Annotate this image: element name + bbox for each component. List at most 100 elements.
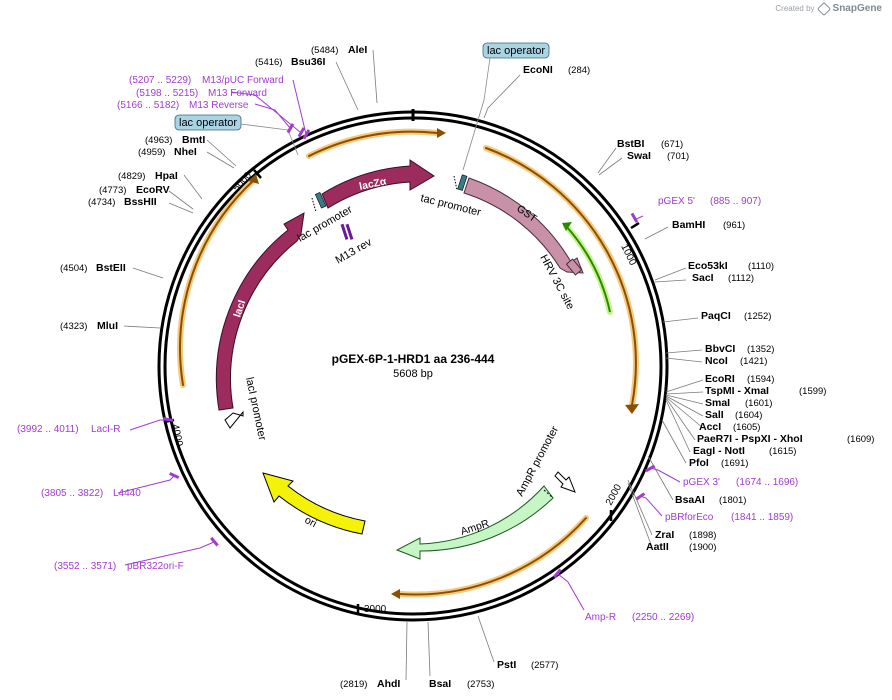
primer-m13-forward[interactable]: (5198 .. 5215)M13 Forward (136, 88, 267, 99)
feature-lacza-arrow[interactable] (321, 159, 435, 209)
primer-m13-reverse[interactable]: (5166 .. 5182) M13 Reverse (117, 100, 249, 111)
m13-rev-glyph[interactable] (340, 223, 354, 240)
primer-pbr322ori-f[interactable]: (3552 .. 3571)pBR322ori-F (54, 561, 184, 572)
primer-pbrforeco[interactable]: pBRforEco(1841 .. 1859) (665, 512, 793, 523)
site-mlui[interactable]: (4323)MluI (60, 320, 118, 332)
svg-text:(1605): (1605) (733, 422, 760, 433)
site-eagi-noti[interactable]: EagI - NotI(1615) (693, 445, 796, 457)
site-ecori[interactable]: EcoRI(1594) (705, 373, 774, 385)
site-bbvci[interactable]: BbvCI(1352) (705, 343, 774, 355)
svg-text:(3992 .. 4011): (3992 .. 4011) (17, 424, 79, 435)
lac-operator-tag-1[interactable]: lac operator (174, 114, 299, 156)
snapgene-credit: Created by SnapGene (775, 1, 882, 16)
feature-laci-arrow[interactable] (215, 212, 305, 411)
svg-text:PaqCI: PaqCI (701, 310, 731, 322)
svg-text:(885 .. 907): (885 .. 907) (710, 196, 761, 207)
site-nhei[interactable]: (4959)NheI (138, 146, 197, 158)
site-swai[interactable]: SwaI(701) (627, 150, 689, 162)
svg-text:(1599): (1599) (799, 386, 826, 397)
site-alei[interactable]: (5484)AleI (311, 44, 367, 56)
site-pfoi[interactable]: PfoI(1691) (689, 457, 748, 469)
svg-text:EagI - NotI: EagI - NotI (693, 445, 745, 457)
site-econi[interactable]: EcoNI (284) (523, 64, 590, 76)
svg-text:(284): (284) (568, 65, 590, 76)
tac-promoter-glyph[interactable] (453, 174, 468, 191)
svg-text:EcoNI: EcoNI (523, 64, 553, 76)
tick-3000: 3000 (356, 604, 387, 615)
svg-text:LacI-R: LacI-R (91, 424, 120, 435)
svg-text:MluI: MluI (97, 320, 118, 332)
site-sali[interactable]: SalI(1604) (705, 409, 762, 421)
svg-text:(1898): (1898) (689, 530, 716, 541)
site-saci[interactable]: SacI(1112) (692, 272, 754, 284)
svg-text:(1604): (1604) (735, 410, 762, 421)
laci-promoter-label: lacI promoter (243, 376, 268, 442)
svg-text:(4959): (4959) (138, 147, 165, 158)
svg-text:(4773): (4773) (99, 185, 126, 196)
primer-pgex-5[interactable]: pGEX 5'(885 .. 907) (658, 196, 761, 207)
svg-text:PfoI: PfoI (689, 457, 709, 469)
svg-text:(5166 .. 5182): (5166 .. 5182) (117, 100, 179, 111)
site-bamhi[interactable]: BamHI(961) (672, 219, 745, 231)
svg-text:(1841 .. 1859): (1841 .. 1859) (731, 512, 793, 523)
site-bsteii[interactable]: (4504)BstEII (60, 262, 126, 274)
site-zrai[interactable]: ZraI (1898) (655, 529, 716, 541)
site-ecorv[interactable]: (4773) EcoRV (99, 184, 170, 196)
svg-text:(5484): (5484) (311, 45, 338, 56)
site-acci[interactable]: AccI (1605) (699, 421, 760, 433)
site-bsaai[interactable]: BsaAI(1801) (675, 494, 746, 506)
primer-l4440[interactable]: (3805 .. 3822)L4440 (41, 488, 141, 499)
svg-text:BmtI: BmtI (182, 134, 205, 146)
site-smai[interactable]: SmaI(1601) (705, 397, 772, 409)
svg-text:SwaI: SwaI (627, 150, 651, 162)
site-hpai[interactable]: (4829)HpaI (118, 170, 178, 182)
svg-text:Amp-R: Amp-R (585, 612, 616, 623)
site-bsai[interactable]: BsaI(2753) (429, 678, 494, 690)
primer-m13-puc-forward[interactable]: (5207 .. 5229)M13/pUC Forward (129, 75, 284, 86)
feature-laci-promoter-arrow[interactable] (224, 410, 244, 429)
site-ahdi[interactable]: (2819)AhdI (340, 678, 400, 690)
gst-orf-arrowhead (562, 222, 572, 231)
svg-text:Eco53kI: Eco53kI (688, 260, 728, 272)
lac-operator-tag-2[interactable]: lac operator (462, 42, 550, 171)
credit-created-by: Created by (775, 4, 815, 13)
lac-promoter-glyph[interactable] (311, 191, 327, 213)
svg-text:BstBI: BstBI (617, 138, 645, 150)
lac-operator-label-2: lac operator (487, 45, 545, 57)
svg-text:M13 Reverse: M13 Reverse (189, 100, 249, 111)
svg-text:ZraI: ZraI (655, 529, 674, 541)
svg-text:(2250 .. 2269): (2250 .. 2269) (632, 612, 694, 623)
site-aatii[interactable]: AatII(1900) (646, 541, 716, 553)
svg-text:(1594): (1594) (747, 374, 774, 385)
feature-ampr-promoter-arrow[interactable] (554, 471, 576, 493)
svg-text:AatII: AatII (646, 541, 669, 553)
primer-amp-r[interactable]: Amp-R (2250 .. 2269) (585, 612, 694, 623)
primer-pgex-3[interactable]: pGEX 3'(1674 .. 1696) (683, 477, 798, 488)
site-tspmi-xmai[interactable]: TspMI - XmaI (1599) (705, 385, 826, 397)
site-paer7i-pspxi-xhoi[interactable]: PaeR7I - PspXI - XhoI(1609) (697, 433, 874, 445)
svg-text:TspMI - XmaI: TspMI - XmaI (705, 385, 769, 397)
site-psti[interactable]: PstI(2577) (497, 659, 558, 671)
feature-ori-arrow[interactable] (262, 472, 366, 535)
site-bmti[interactable]: (4963)BmtI (145, 134, 205, 146)
tick-label-3000: 3000 (364, 604, 387, 615)
svg-text:(671): (671) (661, 139, 683, 150)
svg-text:(1112): (1112) (728, 273, 754, 284)
svg-text:BbvCI: BbvCI (705, 343, 735, 355)
lac-operator-label-1: lac operator (179, 117, 237, 129)
svg-text:PaeR7I - PspXI - XhoI: PaeR7I - PspXI - XhoI (697, 433, 803, 445)
svg-text:EcoRV: EcoRV (136, 184, 170, 196)
site-bstbi[interactable]: BstBI (671) (617, 138, 683, 150)
feature-hrv3c-site[interactable] (565, 258, 583, 276)
primer-laci-r[interactable]: (3992 .. 4011) LacI-R (17, 424, 120, 435)
site-bsu36i[interactable]: (5416)Bsu36I (255, 56, 326, 68)
site-eco53ki[interactable]: Eco53kI(1110) (688, 260, 774, 272)
svg-text:(5198 .. 5215): (5198 .. 5215) (136, 88, 198, 99)
svg-text:(2753): (2753) (467, 679, 494, 690)
site-bsshii[interactable]: (4734)BssHII (88, 196, 157, 208)
site-ncoi[interactable]: NcoI(1421) (705, 355, 767, 367)
feature-ampr-arrow[interactable] (395, 485, 554, 560)
site-paqci[interactable]: PaqCI(1252) (701, 310, 771, 322)
svg-text:AccI: AccI (699, 421, 721, 433)
